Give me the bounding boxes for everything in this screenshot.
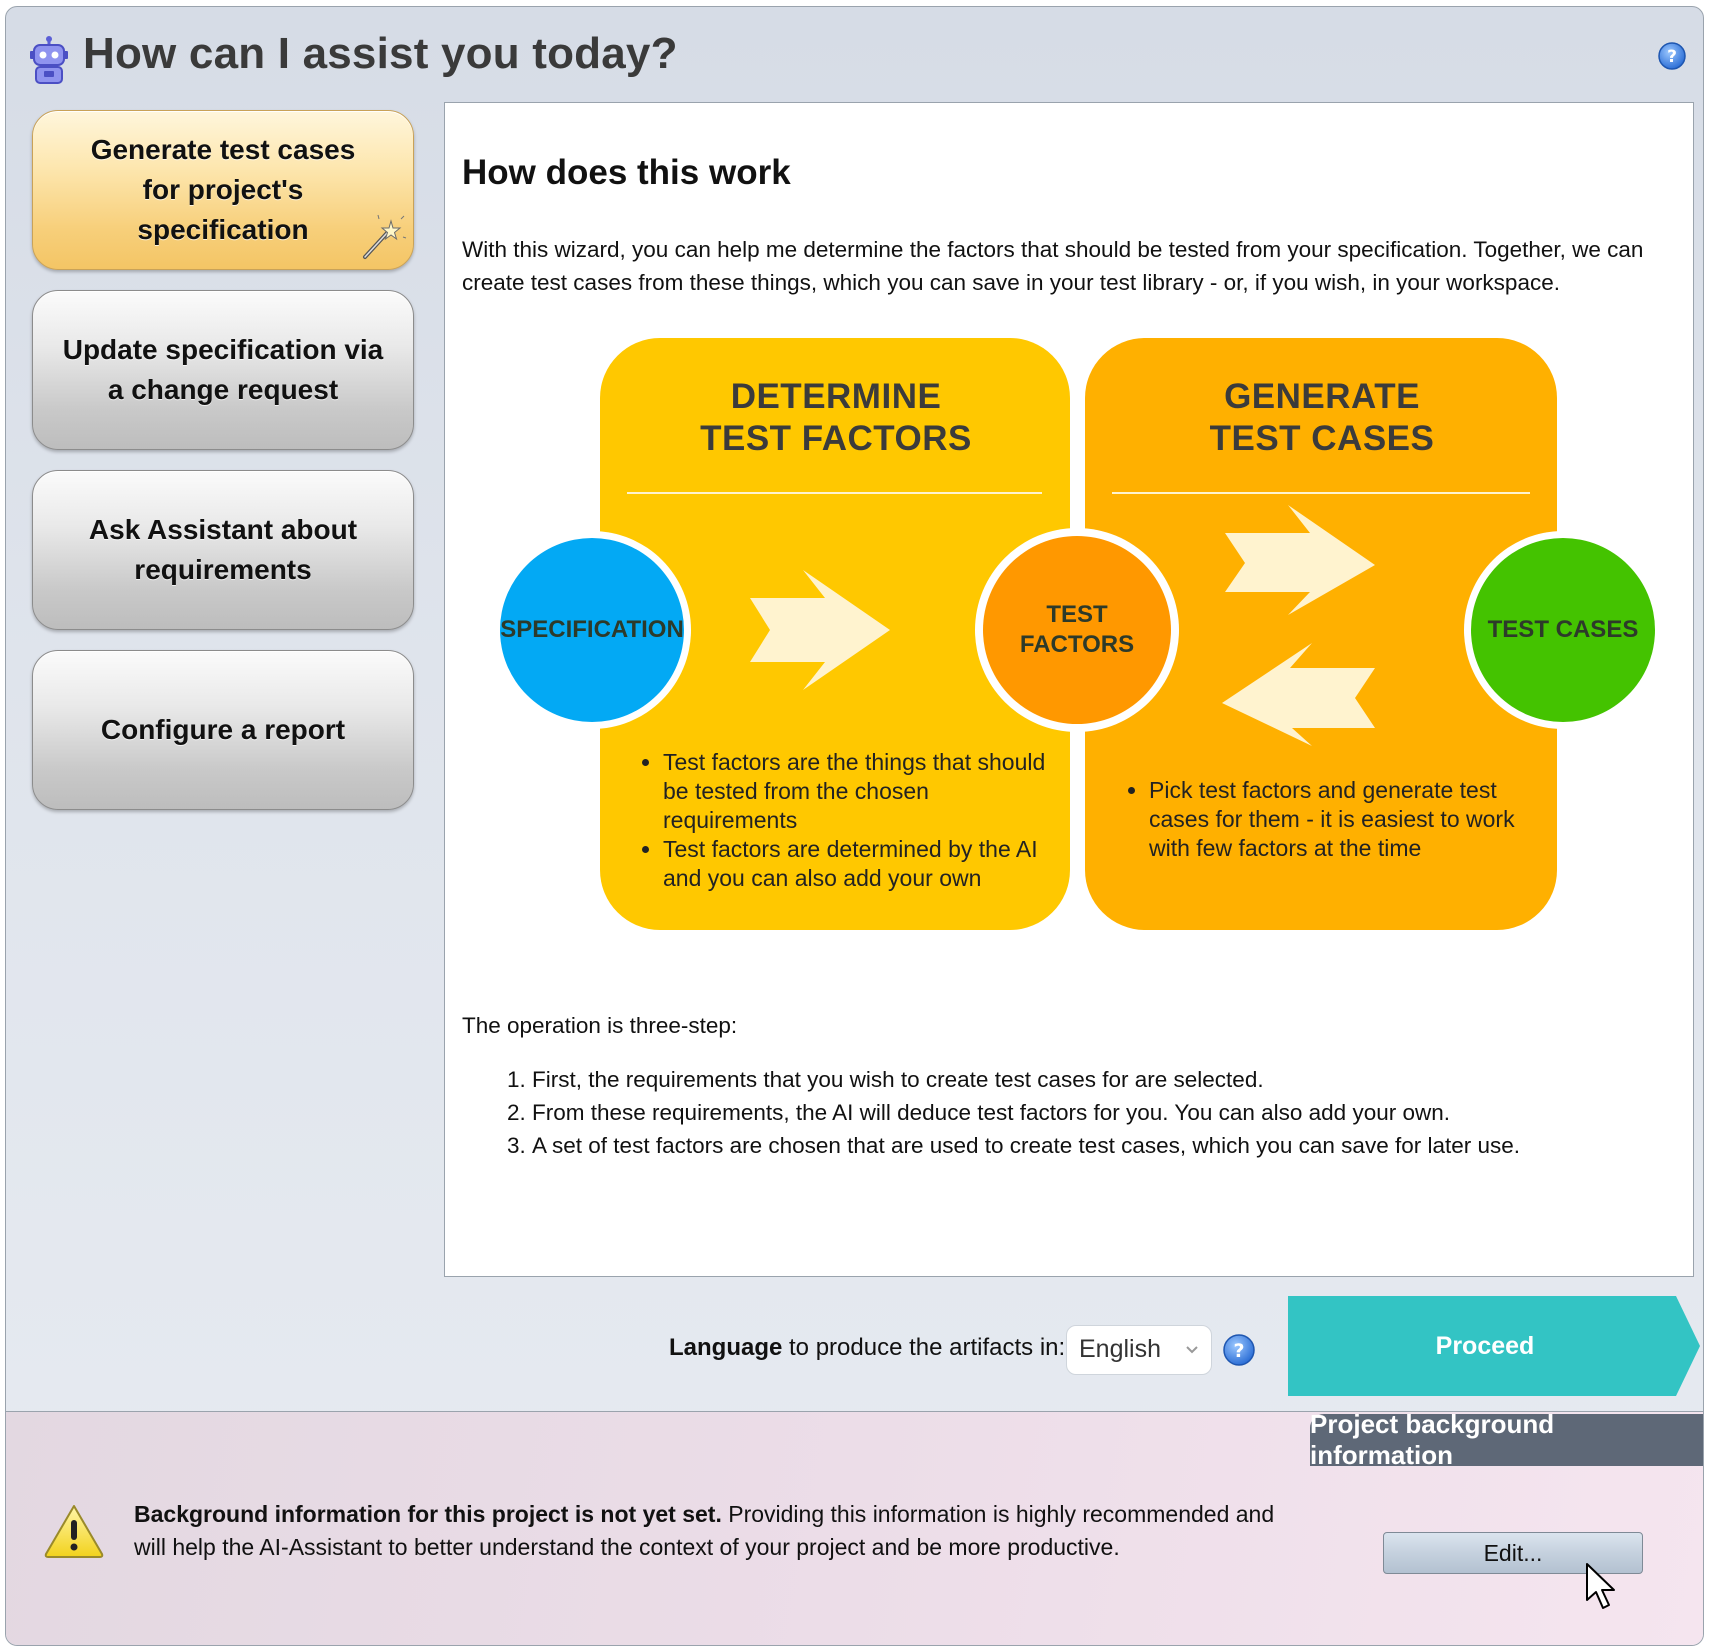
generate-bullets: Pick test factors and generate test case… — [1121, 776, 1549, 863]
specification-label: SPECIFICATION — [500, 616, 684, 643]
determine-bullets: Test factors are the things that should … — [635, 748, 1063, 893]
steps-list: First, the requirements that you wish to… — [502, 1063, 1520, 1162]
list-item: Test factors are determined by the AI an… — [663, 835, 1063, 893]
test-factors-label: TEST FACTORS — [987, 600, 1167, 660]
list-item: First, the requirements that you wish to… — [532, 1063, 1520, 1096]
arrow-left-icon — [1222, 643, 1375, 746]
determine-title-line-1: DETERMINE — [730, 377, 942, 416]
sidebar-item-label: Ask Assistant about requirements — [88, 514, 358, 585]
language-select-value: English — [1079, 1335, 1161, 1363]
background-warning-text: Background information for this project … — [134, 1498, 1304, 1564]
sidebar-item-generate-test-cases[interactable]: Generate test cases for project's specif… — [32, 110, 414, 270]
list-item: From these requirements, the AI will ded… — [532, 1096, 1520, 1129]
list-item: A set of test factors are chosen that ar… — [532, 1129, 1520, 1162]
sidebar-item-ask-assistant[interactable]: Ask Assistant about requirements — [32, 470, 414, 630]
intro-text: With this wizard, you can help me determ… — [462, 237, 1644, 295]
arrow-right-icon — [1225, 505, 1375, 615]
operation-intro: The operation is three-step: — [462, 1013, 738, 1038]
help-icon[interactable]: ? — [1657, 41, 1687, 71]
generate-panel — [1085, 338, 1557, 930]
background-info-tab: Project background information — [1310, 1409, 1703, 1470]
proceed-button[interactable]: Proceed — [1288, 1296, 1700, 1396]
generate-title-line-1: GENERATE — [1224, 377, 1420, 416]
test-factors-label-line-2: FACTORS — [1019, 631, 1135, 658]
svg-text:?: ? — [1667, 47, 1677, 67]
language-label-bold: Language — [669, 1334, 783, 1361]
sidebar-item-label: Configure a report — [100, 714, 346, 745]
background-info-panel: Project background information Backgroun… — [6, 1409, 1703, 1645]
language-label: Language to produce the artifacts in: — [669, 1334, 1065, 1362]
robot-icon — [30, 36, 68, 84]
arrow-right-icon — [750, 570, 890, 690]
chevron-down-icon — [1186, 1346, 1198, 1354]
svg-text:?: ? — [1233, 1340, 1244, 1362]
background-warning-rest: Providing this information is highly rec… — [134, 1501, 1275, 1560]
edit-button[interactable]: Edit... — [1383, 1532, 1643, 1574]
workflow-diagram: DETERMINE TEST FACTORS GENERATE TEST CAS… — [480, 338, 1660, 938]
determine-title-line-2: TEST FACTORS — [700, 419, 972, 458]
language-label-rest: to produce the artifacts in: — [782, 1334, 1066, 1361]
language-select[interactable]: English — [1066, 1325, 1212, 1375]
language-help-icon[interactable]: ? — [1222, 1333, 1256, 1367]
generate-title: GENERATE TEST CASES — [1116, 376, 1528, 460]
proceed-shape — [1288, 1296, 1700, 1396]
test-factors-label-line-1: TEST — [1046, 601, 1108, 628]
list-item: Pick test factors and generate test case… — [1149, 776, 1549, 863]
magic-wand-icon — [363, 214, 407, 259]
assistant-window: How can I assist you today? ? Generate t… — [5, 6, 1704, 1646]
background-warning-bold: Background information for this project … — [134, 1501, 722, 1527]
mouse-pointer-icon — [1586, 1563, 1615, 1609]
generate-title-line-2: TEST CASES — [1209, 419, 1435, 458]
test-cases-label: TEST CASES — [1487, 616, 1639, 643]
title-bar: How can I assist you today? ? — [6, 7, 1703, 102]
sidebar-item-update-specification[interactable]: Update specification via a change reques… — [32, 290, 414, 450]
content-heading: How does this work — [462, 153, 791, 192]
sidebar-item-label: Update specification via a change reques… — [62, 334, 384, 405]
content-panel: How does this work With this wizard, you… — [444, 102, 1694, 1277]
list-item: Test factors are the things that should … — [663, 748, 1063, 835]
proceed-label: Proceed — [1435, 1331, 1535, 1360]
sidebar-item-configure-report[interactable]: Configure a report — [32, 650, 414, 810]
warning-icon — [44, 1505, 104, 1558]
diagram-graphics — [493, 338, 1660, 930]
determine-title: DETERMINE TEST FACTORS — [630, 376, 1042, 460]
sidebar-item-label: Generate test cases for project's specif… — [90, 134, 356, 245]
page-title: How can I assist you today? — [83, 29, 678, 78]
